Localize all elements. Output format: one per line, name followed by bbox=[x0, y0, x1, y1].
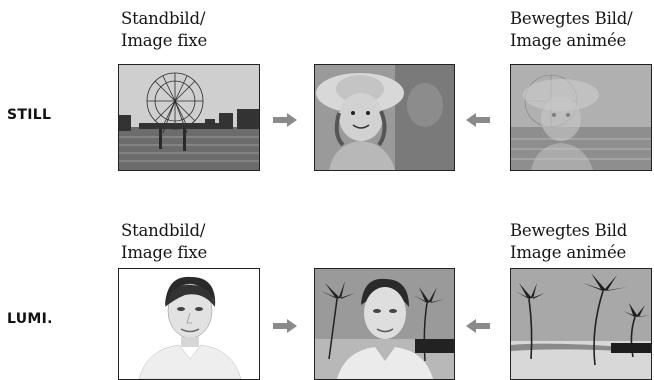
still-label: STILL bbox=[7, 107, 52, 123]
beach-palm-moving-image bbox=[510, 268, 652, 380]
arrow-left-icon bbox=[466, 318, 490, 333]
faded-girl-moving-image bbox=[510, 64, 652, 171]
lumi-left-caption-line2: Image fixe bbox=[121, 243, 208, 262]
still-right-caption-line1: Bewegtes Bild/ bbox=[510, 9, 633, 28]
still-right-caption-line2: Image animée bbox=[510, 31, 627, 50]
still-left-caption: Standbild/ Image fixe bbox=[121, 8, 207, 52]
girl-in-hat-combined-image bbox=[314, 64, 455, 171]
portrait-still-image bbox=[118, 268, 260, 380]
lumi-label: LUMI. bbox=[7, 311, 53, 327]
portrait-on-beach-combined-image bbox=[314, 268, 455, 380]
arrow-left-icon bbox=[466, 112, 490, 127]
lumi-right-caption-line2: Image animée bbox=[510, 243, 627, 262]
still-left-caption-line1: Standbild/ bbox=[121, 9, 206, 28]
still-right-caption: Bewegtes Bild/ Image animée bbox=[510, 8, 633, 52]
lumi-right-caption: Bewegtes Bild Image animée bbox=[510, 220, 627, 264]
still-left-caption-line2: Image fixe bbox=[121, 31, 208, 50]
arrow-right-icon bbox=[273, 318, 297, 333]
lumi-left-caption: Standbild/ Image fixe bbox=[121, 220, 207, 264]
arrow-right-icon bbox=[273, 112, 297, 127]
lumi-left-caption-line1: Standbild/ bbox=[121, 221, 206, 240]
lumi-right-caption-line1: Bewegtes Bild bbox=[510, 221, 628, 240]
ferris-wheel-still-image bbox=[118, 64, 260, 171]
